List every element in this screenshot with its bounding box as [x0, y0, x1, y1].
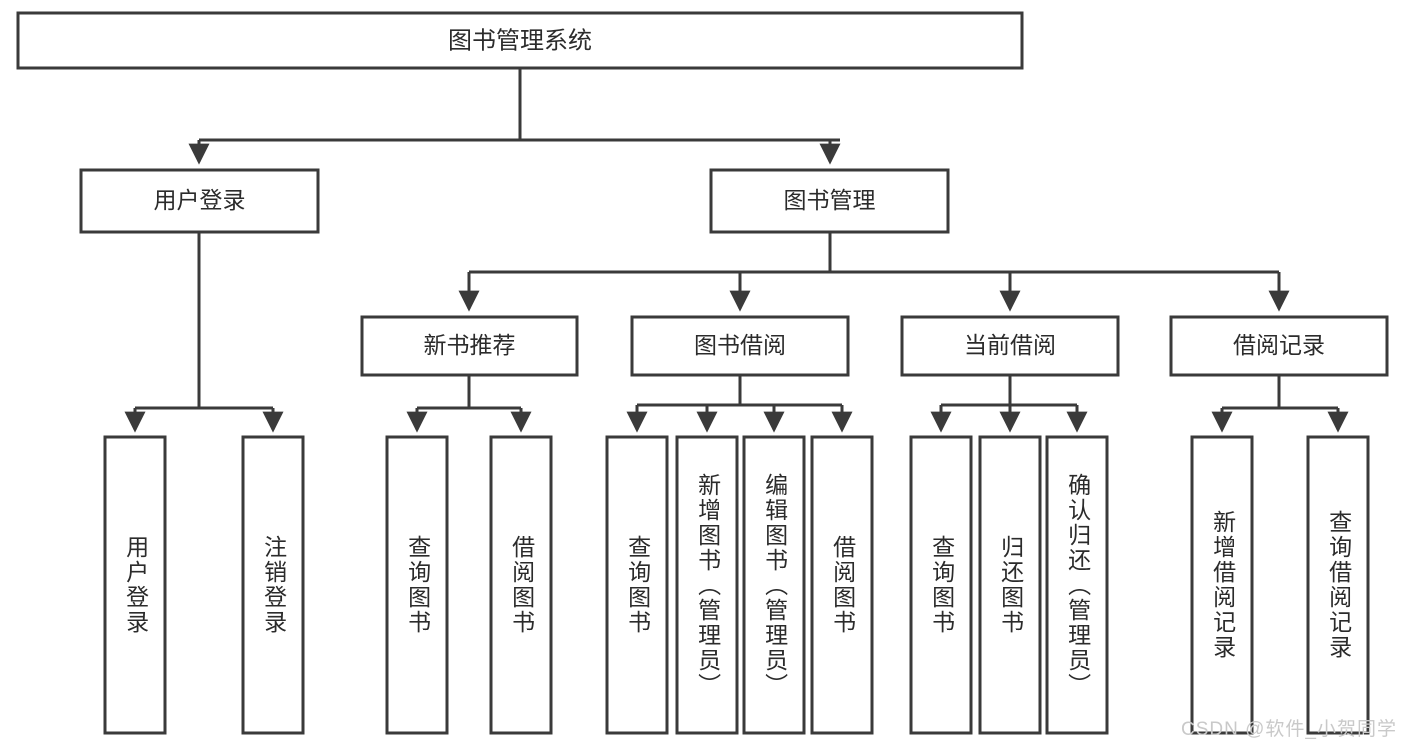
- node-book-manage-label: 图书管理: [784, 187, 876, 213]
- leaf-box-edit-book[interactable]: [742, 435, 806, 735]
- connector-currentborrow-to-leaves: [930, 375, 1088, 433]
- leaf-box-add-book[interactable]: [675, 435, 739, 735]
- node-root[interactable]: 图书管理系统: [16, 11, 1024, 70]
- leaf-box-borrow-book-rec[interactable]: [489, 435, 553, 735]
- leaf-box-query-book-rec[interactable]: [385, 435, 449, 735]
- leaf-box-return-book[interactable]: [978, 435, 1042, 735]
- connector-newbookrec-to-leaves: [406, 375, 532, 433]
- node-book-borrow-label: 图书借阅: [694, 332, 786, 358]
- node-new-book-rec-label: 新书推荐: [424, 332, 516, 358]
- node-root-label: 图书管理系统: [448, 27, 592, 54]
- leaf-box-user-login[interactable]: [103, 435, 167, 735]
- node-current-borrow[interactable]: 当前借阅: [900, 315, 1120, 377]
- connector-bookborrow-to-leaves: [626, 375, 853, 433]
- leaf-box-query-book-bo[interactable]: [605, 435, 669, 735]
- leaf-box-borrow-book-bo[interactable]: [810, 435, 874, 735]
- node-current-borrow-label: 当前借阅: [964, 332, 1056, 358]
- leaf-box-user-logout[interactable]: [241, 435, 305, 735]
- watermark-text: CSDN @软件_小贺同学: [1181, 719, 1397, 740]
- leaf-box-query-record[interactable]: [1306, 435, 1370, 735]
- leaf-box-confirm-return[interactable]: [1045, 435, 1109, 735]
- node-user-login[interactable]: 用户登录: [79, 168, 320, 234]
- node-new-book-rec[interactable]: 新书推荐: [360, 315, 579, 377]
- connector-bookmanage-to-level3: [458, 232, 1290, 312]
- leaf-box-query-book-cur[interactable]: [909, 435, 973, 735]
- connector-borrowrecord-to-leaves: [1211, 375, 1349, 433]
- node-borrow-record[interactable]: 借阅记录: [1169, 315, 1389, 377]
- node-book-manage[interactable]: 图书管理: [709, 168, 950, 234]
- node-user-login-label: 用户登录: [154, 187, 246, 213]
- node-book-borrow[interactable]: 图书借阅: [630, 315, 850, 377]
- connector-userlogin-to-leaves: [124, 232, 284, 433]
- leaf-box-add-record[interactable]: [1190, 435, 1254, 735]
- connector-root-to-level2: [188, 68, 841, 165]
- node-borrow-record-label: 借阅记录: [1233, 332, 1325, 358]
